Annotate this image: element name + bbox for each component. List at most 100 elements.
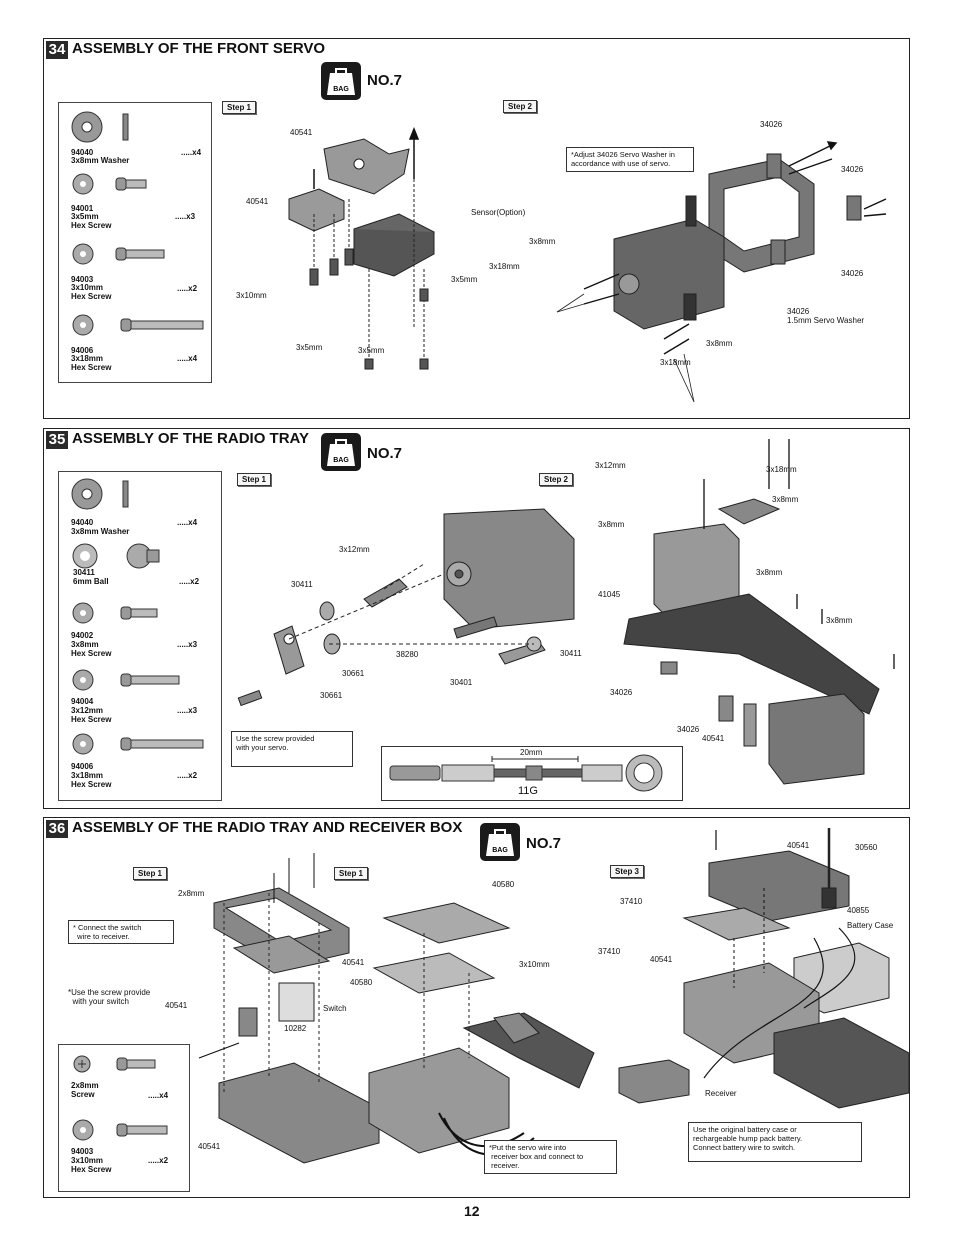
screw-3x5-label: 3x5mm xyxy=(296,343,323,352)
washer-icon xyxy=(71,111,129,143)
parts-list: 94040 3x8mm Washer .....x4 30411 6mm Bal… xyxy=(58,471,222,801)
radio-tray-step2-diagram xyxy=(623,439,895,785)
part-code: 94003 xyxy=(71,1147,94,1156)
hex-screw-icon xyxy=(72,243,165,265)
part-name: 3x8mm Hex Screw xyxy=(71,640,112,658)
dimension-label: 20mm xyxy=(520,748,543,757)
part-34026-label: 34026 xyxy=(760,120,783,129)
part-qty: .....x3 xyxy=(177,706,198,715)
screw-3x18-label: 3x18mm xyxy=(660,358,691,367)
receiver-label: Receiver xyxy=(705,1089,737,1098)
part-40580-label: 40580 xyxy=(350,978,373,987)
bag-icon-text: BAG xyxy=(333,457,349,464)
screw-3x8-label: 3x8mm xyxy=(756,568,783,577)
part-38280-label: 38280 xyxy=(396,650,419,659)
step-1-tag: Step 1 xyxy=(237,473,272,486)
part-code: 94001 xyxy=(71,204,94,213)
part-name: 2x8mm Screw xyxy=(71,1081,99,1099)
sensor-label: Sensor(Option) xyxy=(471,208,526,217)
servo-linkage-diagram xyxy=(237,508,575,707)
page-number: 12 xyxy=(464,1203,480,1219)
screw-3x12-label: 3x12mm xyxy=(595,461,626,470)
screw-3x8-label: 3x8mm xyxy=(772,495,799,504)
hex-screw-icon xyxy=(72,173,147,195)
part-code: 94002 xyxy=(71,631,94,640)
part-40541-label: 40541 xyxy=(342,958,365,967)
servo-wire-note: *Put the servo wire into receiver box an… xyxy=(484,1140,617,1174)
section-34-front-servo: 34 ASSEMBLY OF THE FRONT SERVO BAG NO.7 … xyxy=(43,38,910,419)
section-title: ASSEMBLY OF THE FRONT SERVO xyxy=(72,40,326,57)
bag-icon: BAG xyxy=(321,62,361,100)
part-30661-label: 30661 xyxy=(320,691,343,700)
part-30401-label: 30401 xyxy=(450,678,473,687)
screw-3x18-label: 3x18mm xyxy=(766,465,797,474)
part-qty: .....x4 xyxy=(181,148,202,157)
code-11g-label: 11G xyxy=(518,785,538,797)
receiver-box-step1-diagram xyxy=(198,853,595,1164)
screw-3x8-label: 3x8mm xyxy=(706,339,733,348)
section-36-receiver-box: 36 ASSEMBLY OF THE RADIO TRAY AND RECEIV… xyxy=(43,817,910,1198)
part-30411-label: 30411 xyxy=(291,580,313,589)
bag-icon: BAG xyxy=(480,823,520,861)
part-37410-label: 37410 xyxy=(620,897,643,906)
part-name: 3x18mm Hex Screw xyxy=(71,354,112,372)
part-code: 30411 xyxy=(73,568,95,577)
turnbuckle-diagram xyxy=(389,754,663,792)
receiver-box-step3-diagram xyxy=(618,828,910,1109)
part-34026-label: 34026 xyxy=(610,688,633,697)
part-code: 94040 xyxy=(71,148,94,157)
part-40541-label: 40541 xyxy=(246,197,269,206)
part-37410-label: 37410 xyxy=(598,947,621,956)
part-qty: .....x3 xyxy=(175,212,196,221)
step-number: 36 xyxy=(46,820,68,838)
bag-number: NO.7 xyxy=(526,835,562,852)
part-10282-label: 10282 xyxy=(284,1024,307,1033)
bag-icon: BAG xyxy=(321,433,361,471)
battery-case-label: Battery Case xyxy=(847,921,894,930)
section-35-radio-tray: 35 ASSEMBLY OF THE RADIO TRAY BAG NO.7 9… xyxy=(43,428,910,809)
part-qty: .....x2 xyxy=(177,284,198,293)
section-title: ASSEMBLY OF THE RADIO TRAY xyxy=(72,430,309,447)
switch-screw-note: *Use the screw provide with your switch xyxy=(68,988,151,1006)
part-code: 94006 xyxy=(71,346,94,355)
part-30661-label: 30661 xyxy=(342,669,365,678)
screw-3x10-label: 3x10mm xyxy=(519,960,550,969)
part-34026-label: 34026 xyxy=(787,307,810,316)
step-3-tag: Step 3 xyxy=(610,865,645,878)
parts-list: 94040 3x8mm Washer .....x4 94001 3x5mm H… xyxy=(58,102,212,383)
switch-wire-note: * Connect the switch wire to receiver. xyxy=(68,920,174,944)
part-34026-label: 34026 xyxy=(677,725,700,734)
front-servo-step1-diagram xyxy=(288,126,436,370)
step-1-tag: Step 1 xyxy=(334,867,369,880)
part-qty: .....x2 xyxy=(179,577,200,586)
part-code: 94040 xyxy=(71,518,94,527)
servo-screw-note: Use the screw provided with your servo. xyxy=(231,731,353,767)
bag-number: NO.7 xyxy=(367,72,403,89)
part-41045-label: 41045 xyxy=(598,590,621,599)
part-34026-label: 34026 xyxy=(841,269,864,278)
step-2-tag: Step 2 xyxy=(539,473,574,486)
step-number: 35 xyxy=(46,431,68,449)
part-qty: .....x3 xyxy=(177,640,198,649)
step-1-tag: Step 1 xyxy=(133,867,168,880)
screw-3x18-label: 3x18mm xyxy=(489,262,520,271)
ball-icon xyxy=(72,543,160,569)
hex-screw-icon xyxy=(72,314,204,336)
part-40541-label: 40541 xyxy=(165,1001,188,1010)
bag-number: NO.7 xyxy=(367,445,403,462)
part-name: 3x5mm Hex Screw xyxy=(71,212,112,230)
part-qty: .....x4 xyxy=(148,1091,169,1100)
part-name: 6mm Ball xyxy=(73,577,109,586)
part-name: 3x8mm Washer xyxy=(71,527,130,536)
part-code: 94004 xyxy=(71,697,94,706)
hex-screw-icon xyxy=(72,1119,168,1141)
screw-3x5-label: 3x5mm xyxy=(358,346,385,355)
parts-list: 2x8mm Screw .....x4 94003 3x10mm Hex Scr… xyxy=(58,1044,190,1192)
linkage-length-box: 20mm 11G xyxy=(381,746,683,801)
part-40541-label: 40541 xyxy=(787,841,810,850)
screw-2x8-label: 2x8mm xyxy=(178,889,205,898)
part-30560-label: 30560 xyxy=(855,843,878,852)
switch-label: Switch xyxy=(323,1004,347,1013)
washer-icon xyxy=(71,478,129,510)
part-code: 94003 xyxy=(71,275,94,284)
